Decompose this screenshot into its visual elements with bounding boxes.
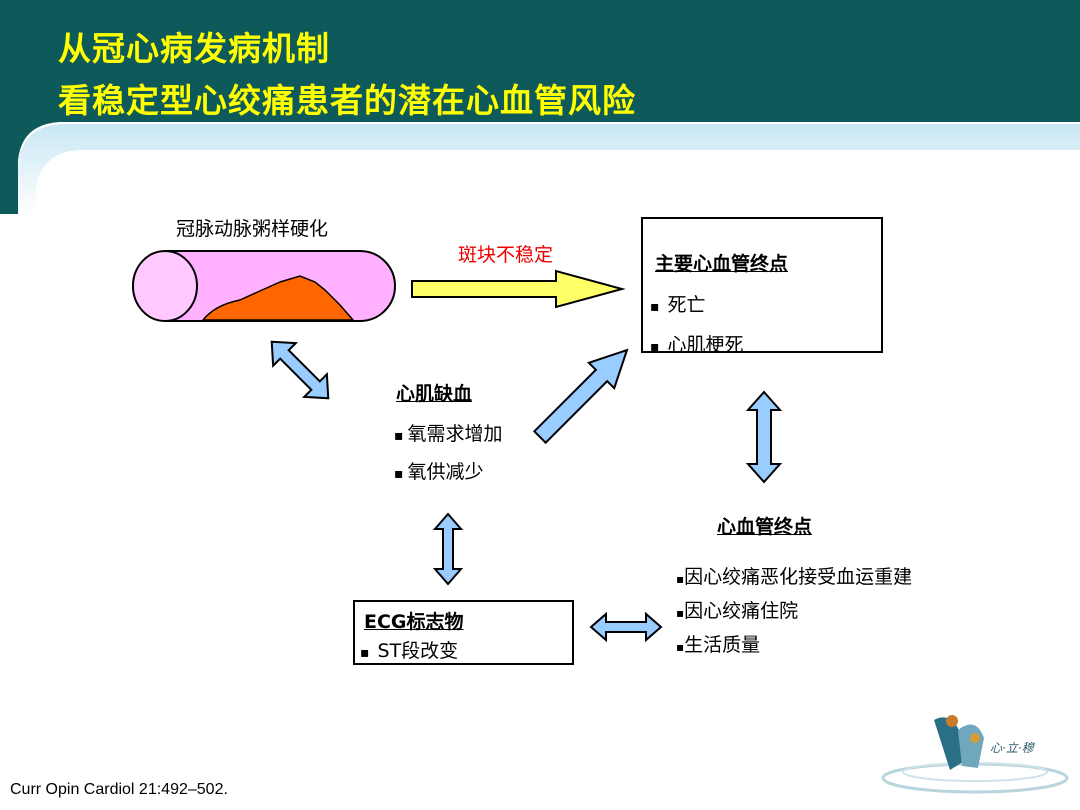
ischemia-heading: 心肌缺血: [396, 383, 473, 405]
cv-endpoint-item: ▪生活质量: [676, 634, 761, 656]
major-endpoints-heading: 主要心血管终点: [655, 253, 789, 275]
cv-endpoints-heading: 心血管终点: [717, 516, 813, 538]
endpoint-double-arrow-vertical: [745, 390, 783, 484]
title-line-1: 从冠心病发病机制: [58, 29, 330, 68]
major-endpoints-box: [641, 217, 883, 353]
cv-endpoint-item: ▪因心绞痛住院: [676, 600, 799, 622]
ischemia-item: ▪氧需求增加: [394, 423, 503, 445]
cv-endpoint-item: ▪因心绞痛恶化接受血运重建: [676, 566, 913, 588]
citation: Curr Opin Cardiol 21:492–502.: [10, 781, 228, 798]
ecg-heading: ECG标志物: [364, 611, 464, 633]
ecg-endpoint-double-arrow: [589, 611, 663, 643]
title-line-2: 看稳定型心绞痛患者的潜在心血管风险: [58, 81, 636, 120]
ischemia-ecg-double-arrow: [432, 512, 464, 586]
plaque-instability-label: 斑块不稳定: [458, 244, 554, 266]
major-endpoint-item: ▪死亡: [650, 294, 706, 316]
header-band: [0, 0, 1080, 214]
brand-logo: 心·立·穆: [881, 715, 1069, 794]
logo-text: 心·立·穆: [990, 741, 1036, 755]
atherosclerosis-label: 冠脉动脉粥样硬化: [176, 218, 329, 240]
ischemia-item: ▪氧供减少: [394, 461, 484, 483]
plaque-shape: [201, 275, 355, 321]
artery-illustration: [132, 250, 396, 322]
ecg-markers-box: [353, 600, 574, 665]
ischemia-to-endpoint-arrow: [532, 348, 629, 445]
ecg-item: ▪ST段改变: [360, 640, 459, 662]
plaque-instability-arrow: [411, 269, 626, 309]
major-endpoint-item: ▪心肌梗死: [650, 334, 744, 356]
plaque-ischemia-double-arrow: [270, 340, 330, 400]
